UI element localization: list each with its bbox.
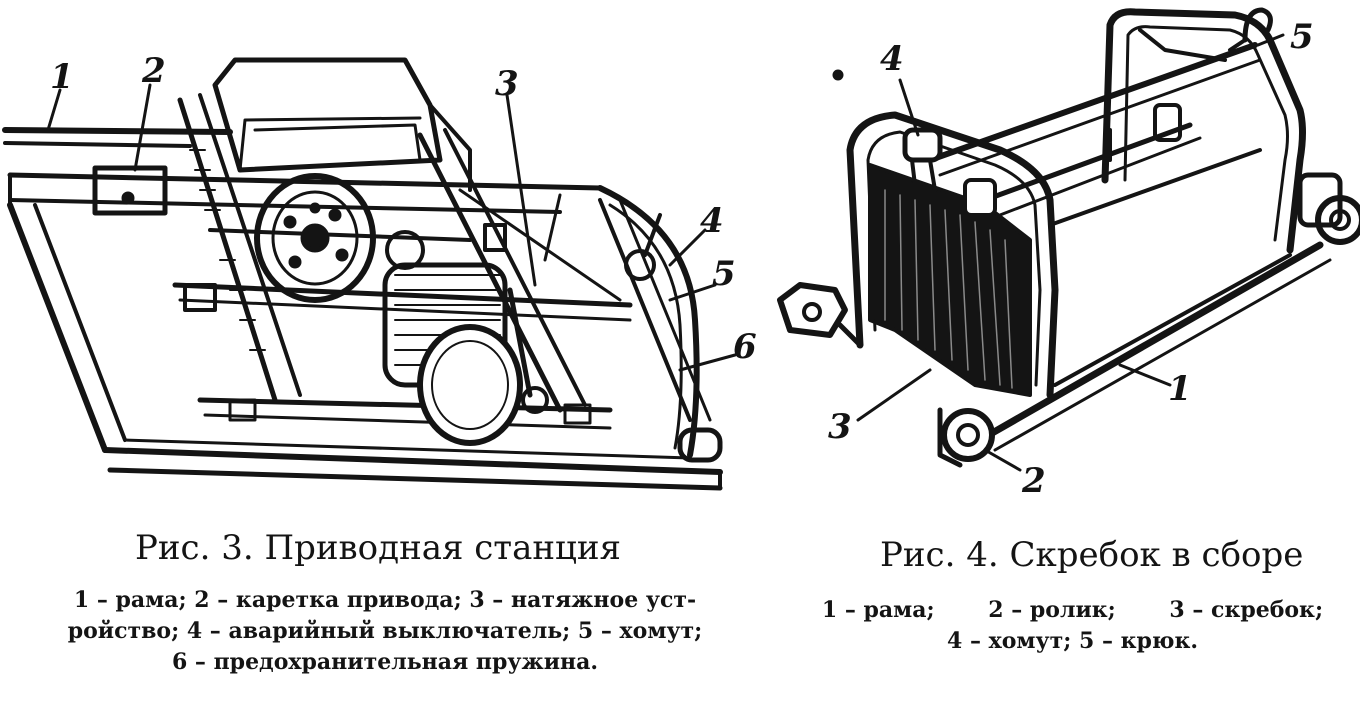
fig4-legend-line-2: 4 – хомут; 5 – крюк. (946, 628, 1199, 654)
fig4-callout-2: 2 (1021, 461, 1046, 501)
fig3-legend-line-3: 6 – предохранительная пружина. (171, 649, 599, 675)
fig3-callout-6: 6 (733, 327, 757, 367)
fig4-legend-line-1: 1 – рама; 2 – ролик; 3 – скребок; (821, 597, 1324, 623)
fig3-callout-3: 3 (495, 64, 519, 104)
fig4-callout-4: 4 (880, 39, 904, 79)
fig3-title: Рис. 3. Приводная станция (135, 528, 622, 568)
fig4-callout-5: 5 (1290, 17, 1314, 57)
fig4-callout-1: 1 (1168, 369, 1192, 409)
scraper-drawing (777, 7, 1360, 468)
fig3-callout-1: 1 (50, 57, 74, 97)
drive-station-leaders (46, 83, 737, 372)
scraper-leaders (856, 33, 1285, 472)
fig4-callout-3: 3 (828, 407, 852, 447)
fig4-legend: 1 – рама; 2 – ролик; 3 – скребок; 4 – хо… (785, 595, 1360, 657)
fig3-callout-4: 4 (700, 201, 724, 241)
fig3-callout-5: 5 (712, 254, 736, 294)
fig3-legend: 1 – рама; 2 – каретка привода; 3 – натяж… (0, 585, 770, 678)
fig3-legend-line-1: 1 – рама; 2 – каретка привода; 3 – натяж… (73, 587, 697, 613)
fig4-title: Рис. 4. Скребок в сборе (880, 535, 1304, 575)
fig3-callout-2: 2 (141, 51, 166, 91)
fig3-legend-line-2: ройство; 4 – аварийный выключатель; 5 – … (67, 618, 703, 644)
drive-station-drawing (2, 57, 723, 491)
